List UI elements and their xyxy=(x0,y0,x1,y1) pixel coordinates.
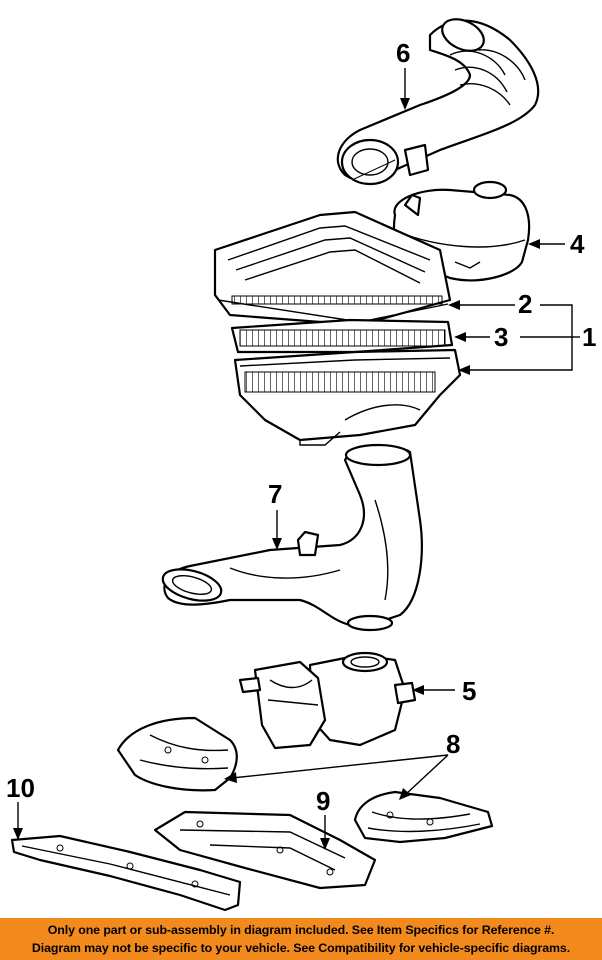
callout-1: 1 xyxy=(582,322,596,352)
intake-hose-part-6 xyxy=(336,18,540,186)
disclaimer-line-1: Only one part or sub-assembly in diagram… xyxy=(47,923,555,937)
under-cover-part-9 xyxy=(153,810,377,890)
filter-element-part-3 xyxy=(230,318,454,354)
leader-lines xyxy=(13,68,580,850)
callout-2: 2 xyxy=(518,289,532,319)
callout-7: 7 xyxy=(268,479,282,509)
callout-10: 10 xyxy=(6,773,35,803)
callout-3: 3 xyxy=(494,322,508,352)
intake-duct-part-7 xyxy=(161,443,423,632)
callout-4: 4 xyxy=(570,229,585,259)
callout-6: 6 xyxy=(396,38,410,68)
callout-9: 9 xyxy=(316,786,330,816)
callout-5: 5 xyxy=(462,676,476,706)
splash-shield-right-part-8 xyxy=(353,790,494,844)
air-cleaner-lid-part-2 xyxy=(213,210,452,327)
callout-8: 8 xyxy=(446,729,460,759)
support-bracket-part-10 xyxy=(10,834,242,912)
disclaimer-banner: Only one part or sub-assembly in diagram… xyxy=(0,918,602,960)
splash-shield-left-part-8 xyxy=(116,716,238,792)
callout-labels: 6 4 2 3 1 7 5 8 9 10 xyxy=(6,38,596,816)
air-duct-part-5 xyxy=(238,651,417,750)
air-cleaner-housing-part-1 xyxy=(233,348,462,446)
parts-diagram: 6 4 2 3 1 7 5 8 9 10 xyxy=(6,18,596,912)
disclaimer-line-2: Diagram may not be specific to your vehi… xyxy=(31,941,571,955)
